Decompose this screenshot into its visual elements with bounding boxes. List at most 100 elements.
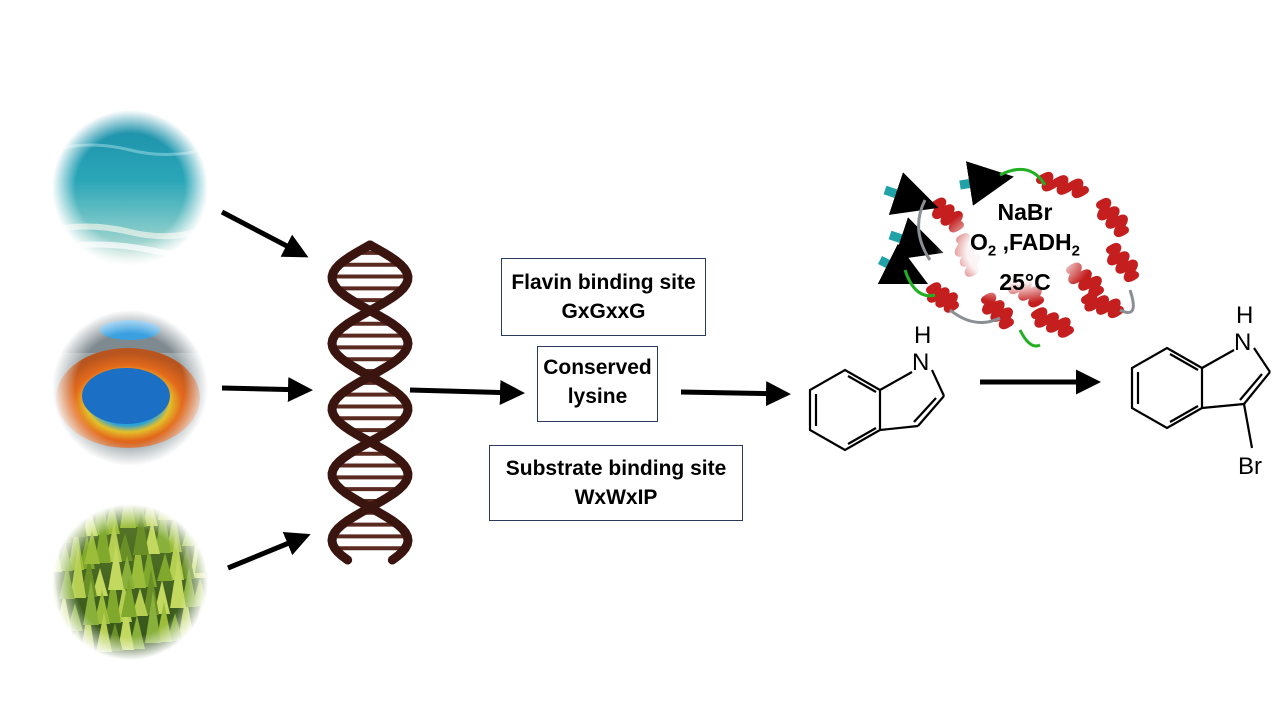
tree [82,508,98,536]
tree [141,547,157,587]
tree [93,489,109,535]
tree [47,633,63,661]
bromoindole-n-atom: N [1234,329,1251,356]
arrow-ocean-to-dna [220,209,309,258]
tree [142,498,158,526]
tree [55,491,71,543]
tree [121,577,137,617]
tree [179,545,195,579]
arrow-dna-to-motifs [409,379,525,405]
loop-region [949,308,1001,324]
tree [46,532,62,572]
tree [83,579,99,625]
tree [166,512,182,552]
tree [104,500,120,534]
tree [95,511,111,563]
flavin-motif-sequence: GxGxxG [561,300,646,323]
enzyme-structure [877,161,1139,348]
fadh2-label: FADH [1009,229,1072,255]
tree [120,476,136,528]
alpha-helix [1036,171,1089,199]
dna-helix [327,240,413,565]
tree [154,580,170,614]
tree [43,559,59,605]
substrate-binding-site-label: Substrate binding site [505,457,727,480]
tree [70,546,86,598]
tree [56,592,72,632]
alpha-helix [1081,291,1124,319]
tree [59,565,75,599]
oxygen-label: O [970,229,988,255]
tree [168,534,184,580]
tree [182,518,198,546]
alpha-helix [981,292,1014,330]
tree [191,477,207,517]
tree [157,553,173,581]
substrate-motif-sequence: WxWxIP [574,486,658,509]
c-br-bond [1242,403,1254,449]
tree [180,466,196,518]
lysine-label: lysine [567,385,628,408]
tree [130,536,146,588]
temperature-label: 25°C [999,268,1051,295]
tree [84,530,100,564]
beta-sheet [888,217,944,260]
tree [42,488,58,516]
tree [45,581,61,633]
arrow-forest-to-dna [227,532,311,571]
tree [143,569,159,615]
fadh2-subscript: 2 [1071,242,1080,260]
tree [105,571,121,623]
arrow-motifs-to-indole [680,381,791,407]
tree [69,625,85,659]
tree [144,520,160,554]
indole-c-n-bond [879,371,913,391]
loop-region [917,199,932,261]
tree [108,544,124,590]
tree [131,487,147,527]
bromine-atom: Br [1238,453,1262,480]
tree [81,557,97,597]
beta-sheet [959,161,1014,206]
tree [119,555,135,589]
bromoindole-molecule [1130,346,1271,449]
conserved-label: Conserved [543,356,652,379]
tree [145,591,161,643]
flavin-binding-site-label: Flavin binding site [511,271,696,294]
tree [167,613,183,641]
substrate-binding-site-box: Substrate binding site WxWxIP [489,445,743,521]
tree [80,606,96,658]
forest-image [42,466,211,662]
tree [133,509,149,555]
flavin-binding-site-box: Flavin binding site GxGxxG [501,258,706,336]
loop-region [1119,289,1135,314]
alpha-helix [1096,197,1129,238]
alpha-helix [926,282,959,313]
loop-region [903,269,936,298]
arrow-spring-to-dna [221,377,313,403]
tree [181,567,197,607]
tree [68,524,84,570]
sodium-bromide-label: NaBr [997,199,1053,225]
tree [57,543,73,571]
dna-strand-b [327,240,413,565]
tree [195,521,211,573]
tree [92,568,108,596]
alpha-helix [1106,242,1139,283]
tree [192,578,208,606]
loop-region [999,167,1047,186]
label-halo [935,200,1095,304]
tree [94,590,110,624]
oxygen-subscript: 2 [987,242,997,260]
indole-molecule [808,368,945,452]
beta-sheet [877,243,929,285]
indole-n-atom: N [912,349,929,376]
tree [67,603,83,631]
bromoindole-h-atom: H [1236,302,1253,329]
tree [169,485,185,519]
tree [129,615,145,649]
loop-region [1018,329,1041,348]
alpha-helix [1031,307,1074,338]
tree [158,474,174,520]
